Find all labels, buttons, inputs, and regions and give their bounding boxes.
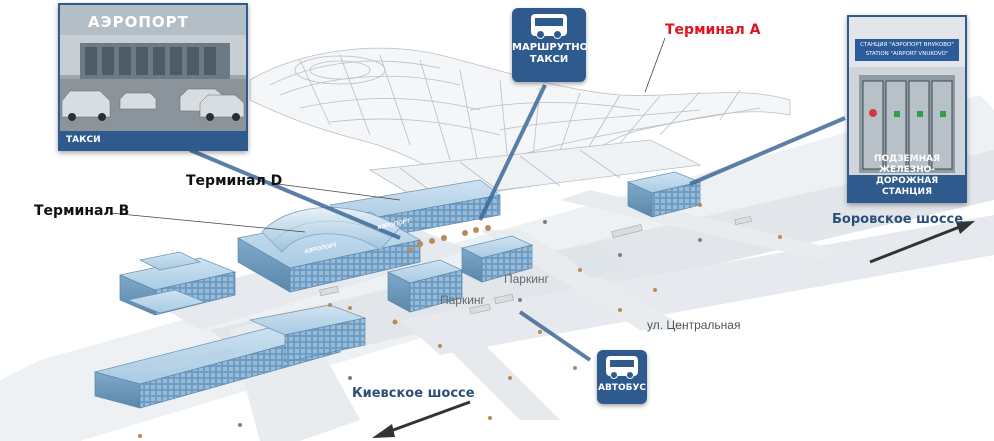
railway-station-photo: СТАНЦИЯ "АЭРОПОРТ ВНУКОВО" STATION "AIRP… [849, 17, 965, 175]
callout-pointers [189, 84, 846, 362]
minibus-icon [531, 14, 567, 39]
minibus-taxi-badge[interactable]: МАРШРУТНОЕ ТАКСИ [512, 8, 595, 82]
railway-station-building [626, 171, 702, 218]
station-sign-en: STATION "AIRPORT VNUKOVO" [865, 51, 949, 57]
central-street-label: ул. Центральная [647, 318, 741, 332]
bus-badge[interactable]: АВТОБУС [597, 350, 647, 404]
terminal-a-label[interactable]: Терминал А [665, 22, 761, 38]
taxi-photo-card[interactable]: АЭРОПОРТ ТАКСИ [58, 3, 248, 151]
vehicles [138, 203, 782, 438]
minibus-label-line2: ТАКСИ [529, 54, 569, 65]
taxi-photo: АЭРОПОРТ [60, 5, 246, 131]
direction-arrow-kiev [372, 400, 471, 438]
terminal-b-label[interactable]: Терминал В [34, 203, 130, 219]
railway-station-caption: ПОДЗЕМНАЯ ЖЕЛЕЗНО- ДОРОЖНАЯ СТАНЦИЯ [849, 151, 965, 201]
terminal-d-label[interactable]: Терминал D [186, 173, 283, 189]
taxi-photo-sign: АЭРОПОРТ [88, 13, 189, 31]
parking-label-2: Паркинг [440, 293, 485, 307]
railway-station-photo-card[interactable]: СТАНЦИЯ "АЭРОПОРТ ВНУКОВО" STATION "AIRP… [847, 15, 967, 203]
minibus-label-line1: МАРШРУТНОЕ [512, 42, 595, 53]
building-left-small [118, 251, 237, 316]
parking-building-1 [386, 259, 464, 313]
parking-label-1: Паркинг [504, 272, 549, 286]
taxi-caption: ТАКСИ [66, 135, 101, 145]
railway-station-caption-line1: ПОДЗЕМНАЯ ЖЕЛЕЗНО- [873, 154, 941, 175]
station-sign-ru: СТАНЦИЯ "АЭРОПОРТ ВНУКОВО" [860, 42, 954, 48]
borovskoe-highway-label: Боровское шоссе [832, 212, 964, 227]
bus-icon [606, 356, 638, 379]
parking-building-2 [460, 235, 534, 283]
building-left-large [93, 304, 367, 409]
kiev-highway-label: Киевское шоссе [352, 386, 475, 401]
railway-station-caption-line2: ДОРОЖНАЯ СТАНЦИЯ [875, 176, 939, 197]
label-leader-lines [109, 37, 666, 233]
direction-arrow-borovskoe [869, 221, 975, 264]
bus-label: АВТОБУС [597, 383, 647, 393]
